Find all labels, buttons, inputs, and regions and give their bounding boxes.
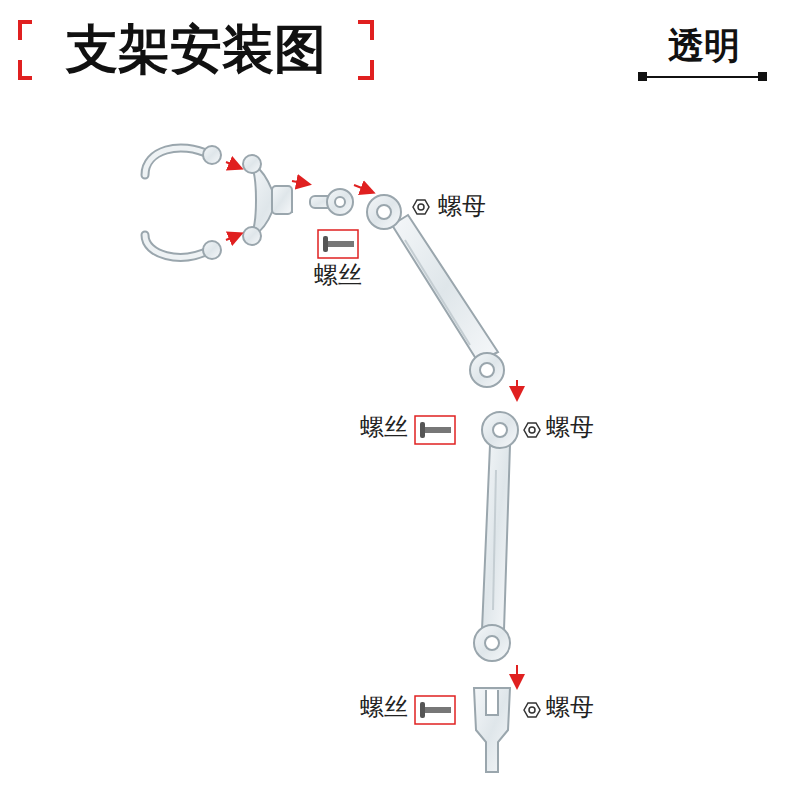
base-clip	[474, 688, 510, 772]
header-label: 透明	[668, 26, 740, 66]
nut-icon	[413, 200, 540, 717]
assembly-arrow	[226, 162, 517, 686]
part-label: 螺母	[546, 694, 594, 720]
t-connector	[243, 155, 292, 245]
part-label: 螺母	[438, 193, 486, 219]
screw-icon	[318, 230, 455, 724]
c-clamp	[145, 148, 210, 257]
arm-upper	[367, 195, 504, 387]
part-label: 螺丝	[360, 414, 408, 440]
part-label: 螺丝	[314, 262, 362, 288]
part-label: 螺母	[546, 414, 594, 440]
page-title: 支架安装图	[66, 21, 326, 78]
arm-lower	[474, 412, 518, 661]
header-rule	[638, 72, 767, 81]
part-label: 螺丝	[360, 694, 408, 720]
swivel-pin	[310, 189, 353, 215]
title-bracket	[20, 22, 372, 78]
